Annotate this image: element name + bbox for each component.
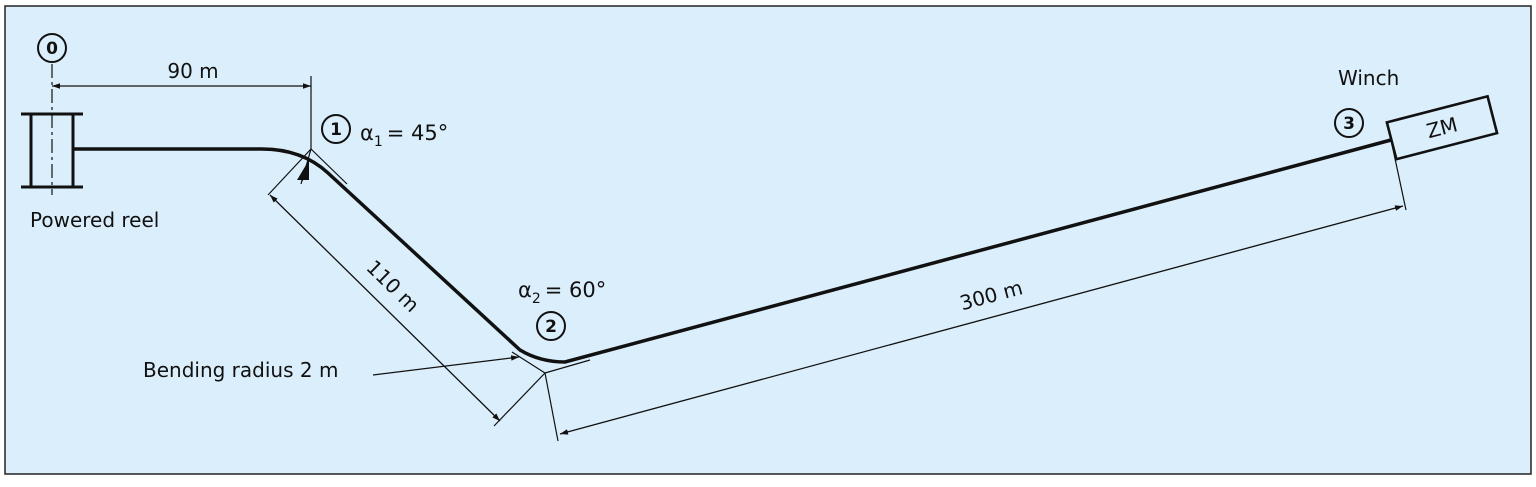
winch-label: Winch <box>1338 66 1399 90</box>
bending-radius-label: Bending radius 2 m <box>143 358 338 382</box>
svg-text:0: 0 <box>46 39 58 59</box>
svg-text:3: 3 <box>1343 114 1355 134</box>
svg-text:2: 2 <box>545 317 557 337</box>
point-marker-3: 3 <box>1334 108 1364 138</box>
dimension-label-90m: 90 m <box>167 59 218 83</box>
dimension-line-300m <box>559 205 1404 435</box>
cable-path <box>73 138 1392 364</box>
bending-radius-leader <box>372 355 520 376</box>
point-marker-2: 2 <box>536 311 566 341</box>
angle-2-label: α2= 60° <box>518 278 606 307</box>
svg-text:1: 1 <box>330 120 342 140</box>
powered-reel-label: Powered reel <box>30 208 159 232</box>
diagram-background <box>4 5 1532 475</box>
point-marker-0: 0 <box>37 33 67 63</box>
bend-pointer-1 <box>297 159 310 182</box>
dimension-line-110m <box>269 194 501 422</box>
angle-1-label: α1= 45° <box>360 121 448 150</box>
point-marker-1: 1 <box>321 114 351 144</box>
